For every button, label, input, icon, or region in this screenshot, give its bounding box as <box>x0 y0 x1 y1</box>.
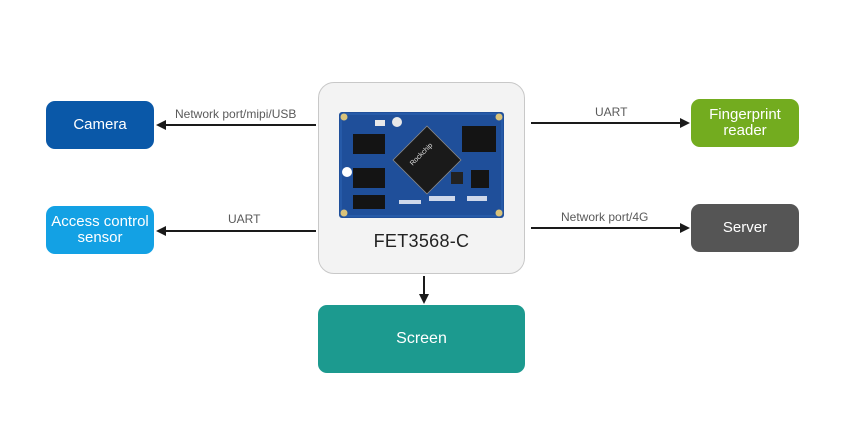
edge-label-server: Network port/4G <box>561 210 649 224</box>
screen-node: Screen <box>318 305 525 373</box>
access-control-sensor-node: Access control sensor <box>46 206 154 254</box>
core-module-node: Rockchip FET3568-C <box>318 82 525 274</box>
camera-label: Camera <box>73 116 127 133</box>
access-sensor-label: Access control sensor <box>51 213 149 246</box>
cpu-module-image: Rockchip <box>339 112 504 218</box>
server-node: Server <box>691 204 799 252</box>
fingerprint-label: Fingerprint reader <box>709 106 781 139</box>
screen-label: Screen <box>396 330 447 347</box>
edge-label-fingerprint: UART <box>595 105 628 119</box>
server-label: Server <box>722 219 768 236</box>
edge-label-camera: Network port/mipi/USB <box>175 107 297 121</box>
camera-node: Camera <box>46 101 154 149</box>
edge-label-access: UART <box>228 212 261 226</box>
core-module-title: FET3568-C <box>373 231 470 251</box>
fingerprint-reader-node: Fingerprint reader <box>691 99 799 147</box>
